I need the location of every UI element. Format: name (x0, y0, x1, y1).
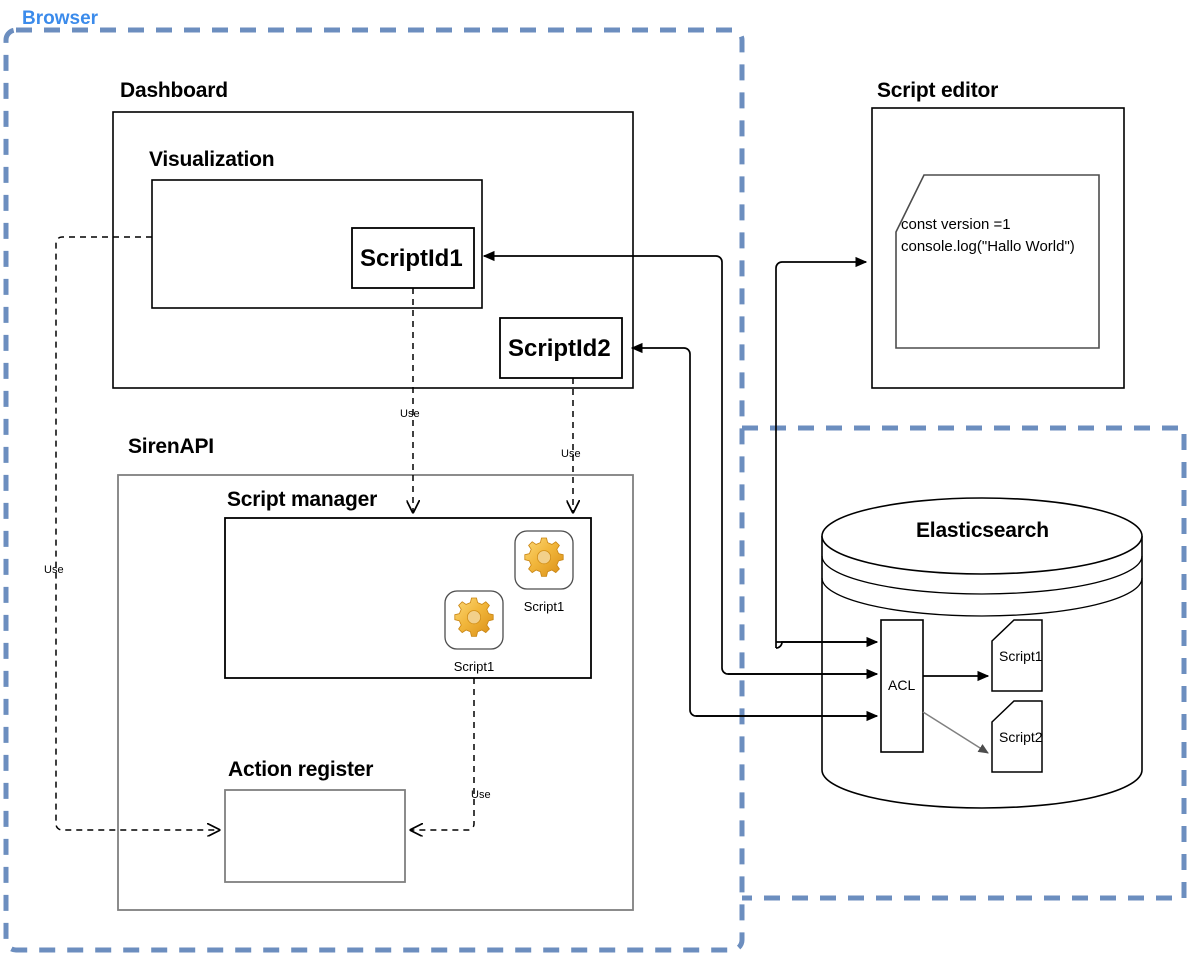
edge-label-use-1: Use (400, 408, 420, 420)
script-manager-title: Script manager (227, 488, 378, 511)
script-id-2-label[interactable]: ScriptId2 (508, 335, 611, 362)
edge-editor-to-scriptid1-tail (721, 266, 872, 675)
edge-label-use-3: Use (44, 564, 64, 576)
gear-icon-script1-b (454, 597, 494, 637)
siren-api-title: SirenAPI (128, 435, 214, 458)
edge-label-use-2: Use (561, 448, 581, 460)
script-editor-document (895, 174, 1100, 349)
browser-zone-label: Browser (22, 8, 99, 29)
action-register-box (224, 789, 406, 883)
es-script1-label: Script1 (999, 648, 1043, 664)
visualization-title: Visualization (149, 148, 275, 171)
edge-label-use-4: Use (471, 789, 491, 801)
gear-label-script1-b: Script1 (453, 659, 495, 674)
edge-use-script-manager-to-action-register (411, 678, 475, 830)
script-editor-code-line-1: const version =1 (901, 216, 1011, 233)
script-manager-box (224, 517, 592, 679)
acl-box (880, 619, 924, 753)
browser-zone (3, 27, 745, 953)
edge-editor-to-scriptid1 (482, 250, 723, 266)
gear-frame-a (514, 530, 574, 590)
edge-acl-to-script2 (922, 711, 989, 754)
elasticsearch-title: Elasticsearch (916, 519, 1049, 542)
script-id-1-box (351, 227, 475, 289)
edge-use-visualization-to-action-register (55, 236, 219, 830)
script-editor-code-line-2: console.log("Hallo World") (901, 238, 1075, 255)
backend-zone (742, 425, 1187, 901)
gear-icon-script1-a (524, 537, 564, 577)
script-editor-title: Script editor (877, 79, 999, 102)
es-script2-document (991, 700, 1043, 773)
edge-backend-to-script-editor (775, 256, 868, 648)
gear-label-script1-a: Script1 (523, 599, 565, 614)
script-id-2-box (499, 317, 623, 379)
es-script2-label: Script2 (999, 729, 1043, 745)
action-register-title: Action register (228, 758, 374, 781)
elasticsearch-cylinder (821, 497, 1143, 809)
acl-label: ACL (888, 677, 916, 693)
edge-es-to-scriptid2 (683, 347, 872, 717)
gear-frame-b (444, 590, 504, 650)
dashboard-title: Dashboard (120, 79, 228, 102)
script-id-1-label[interactable]: ScriptId1 (360, 245, 463, 272)
es-script1-document (991, 619, 1043, 692)
